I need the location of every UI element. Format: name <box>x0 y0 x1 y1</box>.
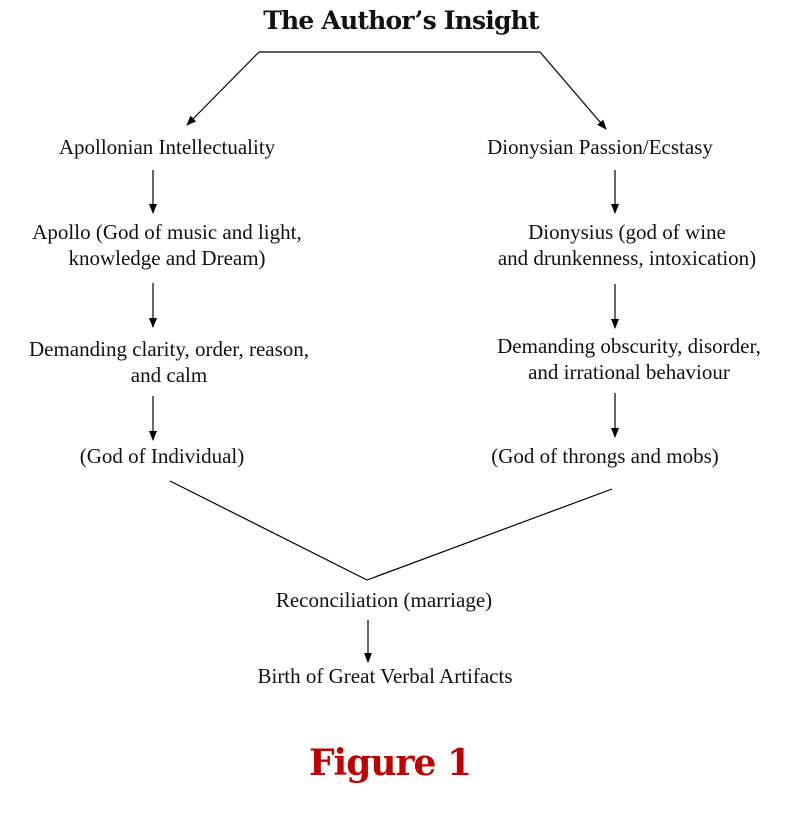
node-text: and drunkenness, intoxication) <box>497 246 757 270</box>
converge-right-line <box>366 488 613 581</box>
node-text: and calm <box>130 363 208 387</box>
node-god-of-throngs: (God of throngs and mobs) <box>491 443 718 469</box>
node-dionysian-passion: Dionysian Passion/Ecstasy <box>487 134 713 160</box>
node-demanding-obscurity: Demanding obscurity, disorder, and irrat… <box>497 333 761 385</box>
node-text: Apollo (God of music and light, <box>32 220 302 244</box>
node-text: Dionysius (god of wine <box>528 220 726 244</box>
node-apollo: Apollo (God of music and light, knowledg… <box>32 219 301 271</box>
node-god-of-individual: (God of Individual) <box>80 443 244 469</box>
node-text: Demanding clarity, order, reason, <box>28 337 310 361</box>
node-text: Dionysian Passion/Ecstasy <box>487 135 713 159</box>
node-apollonian-intellectuality: Apollonian Intellectuality <box>59 134 275 160</box>
figure-caption: Figure 1 <box>308 742 472 784</box>
arrow-title-to-apollonian <box>186 51 260 126</box>
node-text: Apollonian Intellectuality <box>58 135 276 159</box>
node-birth-of-artifacts: Birth of Great Verbal Artifacts <box>257 664 513 688</box>
node-dionysius: Dionysius (god of wine and drunkenness, … <box>498 219 756 271</box>
node-text: Demanding obscurity, disorder, <box>497 334 761 358</box>
diagram-title: The Author’s Insight <box>263 6 539 35</box>
node-text: knowledge and Dream) <box>68 246 266 270</box>
arrow-title-to-dionysian <box>539 51 607 130</box>
converge-left-line <box>169 480 368 581</box>
node-text: (God of Individual) <box>79 444 245 468</box>
node-reconciliation: Reconciliation (marriage) <box>275 588 493 612</box>
node-demanding-clarity: Demanding clarity, order, reason, and ca… <box>29 336 309 388</box>
node-text: (God of throngs and mobs) <box>491 444 719 468</box>
node-text: and irrational behaviour <box>528 360 730 384</box>
